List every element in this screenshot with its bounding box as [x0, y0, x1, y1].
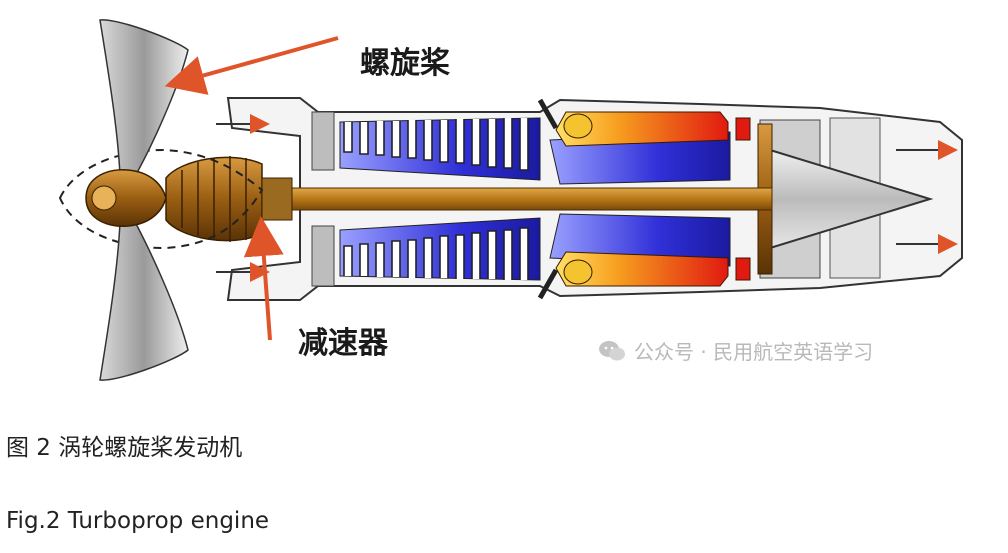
reduction-gearbox [165, 156, 293, 242]
reduction-gear-label: 减速器 [298, 326, 388, 361]
watermark: 公众号 · 民用航空英语学习 [598, 336, 873, 365]
propeller-pointer-arrow [164, 36, 339, 95]
wechat-icon [599, 340, 625, 360]
propeller-label: 螺旋桨 [360, 46, 450, 81]
engine-illustration [58, 19, 963, 381]
combustion-chambers [537, 98, 751, 300]
watermark-text: 公众号 · 民用航空英语学习 [634, 340, 874, 364]
main-shaft [231, 187, 773, 211]
gear-pointer-arrow [243, 216, 284, 341]
caption-chinese: 图 2 涡轮螺旋桨发动机 [6, 435, 243, 461]
caption-english: Fig.2 Turboprop engine [6, 508, 270, 534]
turboprop-diagram: 螺旋桨 减速器 公众号 · 民用航空英语学习 [58, 19, 963, 381]
